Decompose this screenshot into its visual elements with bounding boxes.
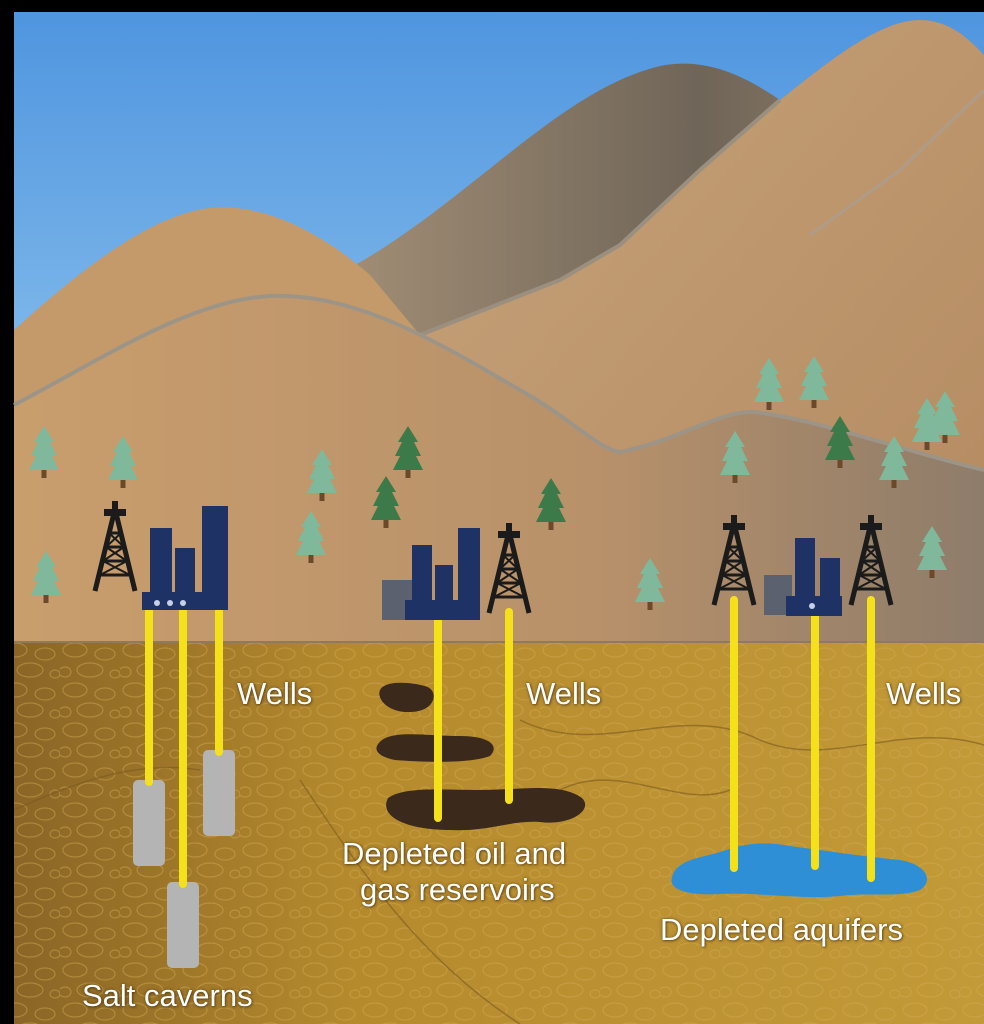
oil-gas-label-line1: Depleted oil and [342, 836, 567, 871]
facility-right [764, 538, 842, 616]
salt-caverns-label: Salt caverns [82, 978, 253, 1013]
salt-caverns [133, 750, 235, 968]
wells-label-center: Wells [526, 676, 602, 711]
wells-label-right: Wells [886, 676, 962, 711]
aquifers-label: Depleted aquifers [660, 912, 903, 947]
facility-left [142, 506, 228, 610]
wells-label-left: Wells [237, 676, 313, 711]
facility-center [382, 528, 480, 620]
near-hill [14, 295, 984, 660]
oil-gas-label-line2: gas reservoirs [360, 872, 555, 907]
wells [145, 596, 875, 888]
